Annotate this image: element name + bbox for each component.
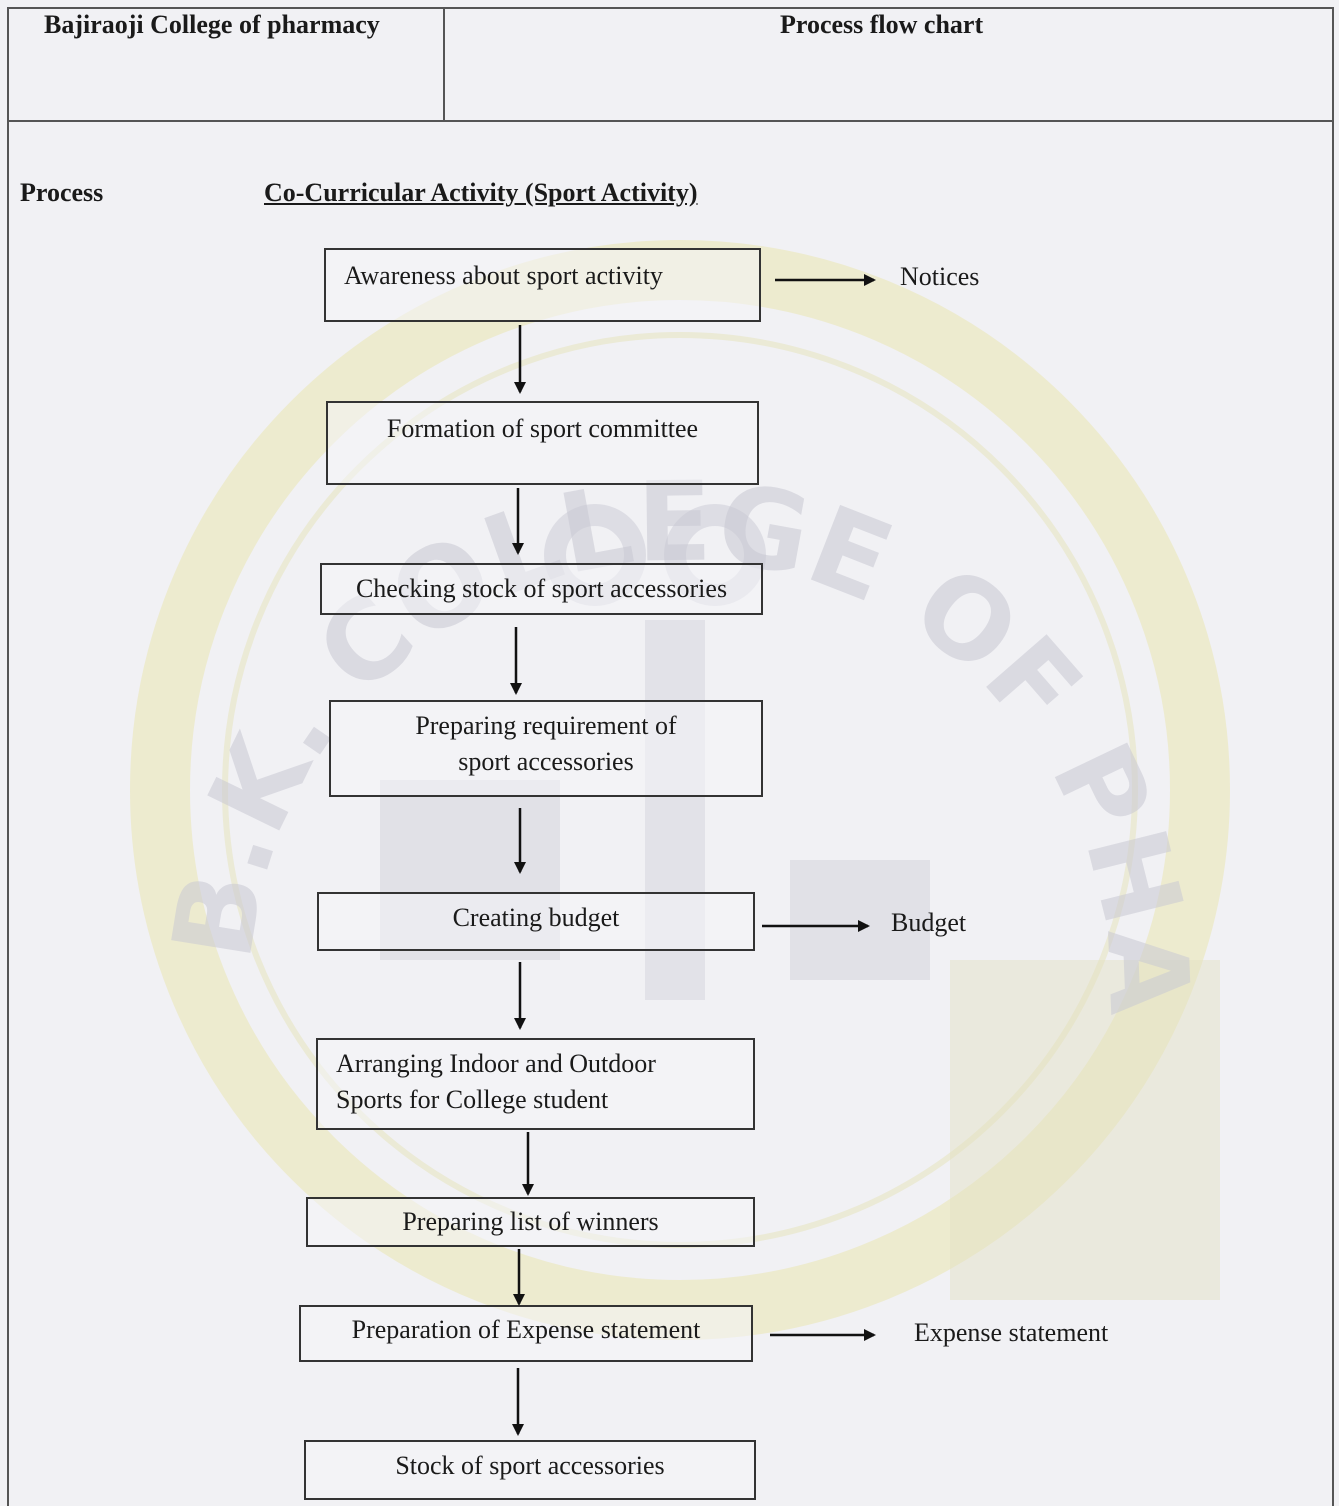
step-formation-committee: Formation of sport committee bbox=[326, 401, 759, 485]
step-expense-statement: Preparation of Expense statement bbox=[299, 1305, 753, 1362]
header-column-divider bbox=[443, 7, 445, 121]
step-awareness: Awareness about sport activity bbox=[324, 248, 761, 322]
step-label: Arranging Indoor and Outdoor Sports for … bbox=[336, 1049, 656, 1114]
process-title: Co-Curricular Activity (Sport Activity) bbox=[264, 178, 698, 207]
step-creating-budget: Creating budget bbox=[317, 892, 755, 951]
step-label: Stock of sport accessories bbox=[395, 1451, 665, 1480]
institution-name: Bajiraoji College of pharmacy bbox=[44, 10, 380, 39]
step-preparing-requirement: Preparing requirement of sport accessori… bbox=[329, 700, 763, 797]
step-label: Preparation of Expense statement bbox=[351, 1315, 701, 1344]
output-budget: Budget bbox=[891, 908, 967, 937]
step-list-of-winners: Preparing list of winners bbox=[306, 1197, 755, 1247]
step-label: Preparing list of winners bbox=[402, 1207, 659, 1236]
step-label: Awareness about sport activity bbox=[344, 261, 663, 290]
step-label: Formation of sport committee bbox=[386, 414, 699, 443]
header-frame bbox=[7, 7, 1334, 1506]
step-stock-accessories: Stock of sport accessories bbox=[304, 1440, 756, 1500]
step-arranging-sports: Arranging Indoor and Outdoor Sports for … bbox=[316, 1038, 755, 1130]
step-checking-stock: Checking stock of sport accessories bbox=[320, 563, 763, 615]
output-notices: Notices bbox=[900, 262, 980, 291]
header-divider bbox=[7, 120, 1334, 122]
process-label: Process bbox=[20, 178, 104, 207]
document-type: Process flow chart bbox=[780, 10, 984, 39]
step-label: Creating budget bbox=[452, 903, 620, 932]
step-label: Preparing requirement of sport accessori… bbox=[415, 711, 677, 776]
step-label: Checking stock of sport accessories bbox=[355, 574, 728, 603]
output-expense-statement: Expense statement bbox=[914, 1318, 1109, 1347]
